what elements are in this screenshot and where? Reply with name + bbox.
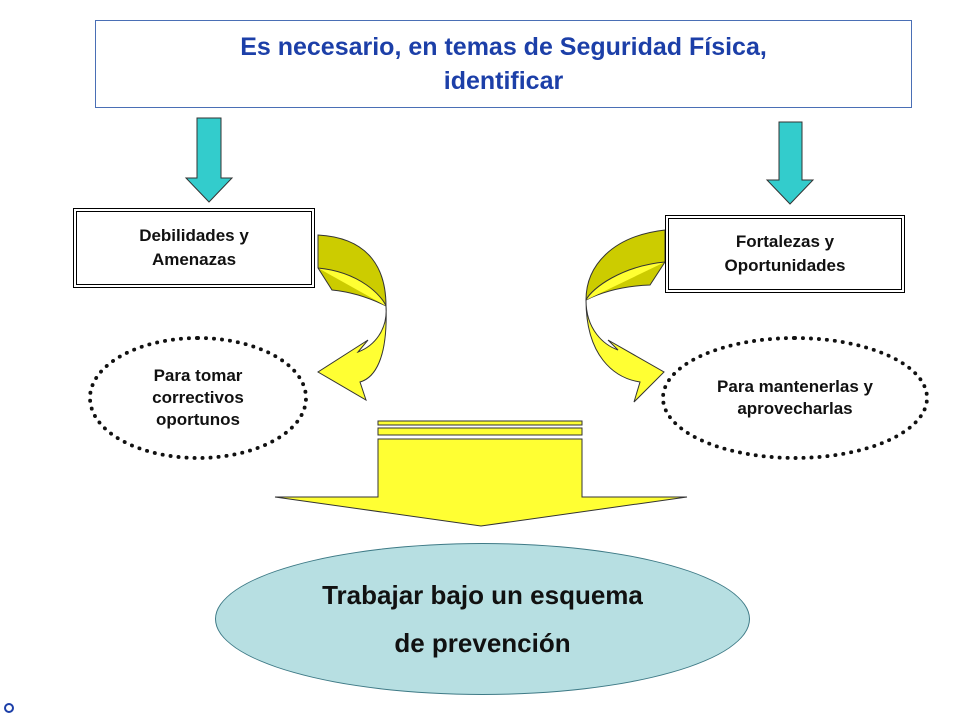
corrective-line-3: oportunos bbox=[155, 410, 241, 429]
weaknesses-line-1: Debilidades y bbox=[139, 226, 249, 245]
prevention-goal-ellipse: Trabajar bajo un esquema de prevención bbox=[215, 543, 750, 695]
maintain-line-2: aprovecharlas bbox=[737, 399, 853, 418]
goal-line-1: Trabajar bajo un esquema bbox=[322, 580, 643, 610]
right-curved-arrow bbox=[585, 229, 666, 403]
corrective-oval: Para tomar correctivos oportunos bbox=[88, 336, 308, 460]
title-line-1: Es necesario, en temas de Seguridad Físi… bbox=[240, 33, 767, 61]
left-down-arrow bbox=[184, 117, 234, 203]
goal-line-2: de prevención bbox=[394, 628, 571, 658]
title-line-2: identificar bbox=[443, 67, 564, 95]
weaknesses-line-2: Amenazas bbox=[151, 250, 237, 269]
corrective-line-2: correctivos bbox=[152, 388, 244, 407]
strengths-line-1: Fortalezas y bbox=[735, 232, 835, 251]
left-curved-arrow bbox=[317, 234, 387, 402]
strengths-box: Fortalezas y Oportunidades bbox=[665, 215, 905, 293]
weaknesses-box: Debilidades y Amenazas bbox=[73, 208, 315, 288]
title-box: Es necesario, en temas de Seguridad Físi… bbox=[95, 20, 912, 108]
right-down-arrow bbox=[765, 121, 815, 205]
center-down-arrow bbox=[274, 420, 688, 527]
corrective-line-1: Para tomar bbox=[153, 366, 243, 385]
maintain-line-1: Para mantenerlas y bbox=[717, 377, 873, 396]
bullet-dot bbox=[4, 703, 14, 713]
maintain-oval: Para mantenerlas y aprovecharlas bbox=[661, 336, 929, 460]
strengths-line-2: Oportunidades bbox=[724, 256, 846, 275]
